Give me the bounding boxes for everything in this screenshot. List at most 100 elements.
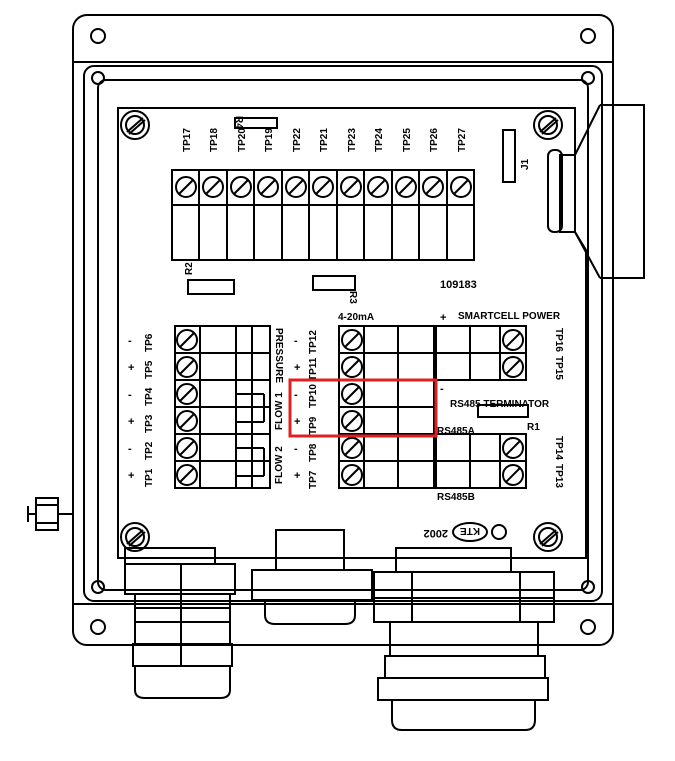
screw-top-10: [422, 176, 444, 198]
screw-left-1: [176, 329, 198, 351]
screw-left-3: [176, 383, 198, 405]
screw-top-4: [257, 176, 279, 198]
screw-top-8: [367, 176, 389, 198]
tp16-label: TP16: [553, 328, 564, 352]
tp15-label: TP15: [553, 356, 564, 380]
screw-hole-top-right: [580, 28, 596, 44]
top-terminal-label: TP27: [457, 128, 468, 152]
rs485-terminator-label: RS485 TERMINATOR: [450, 399, 550, 410]
screw-right-1: [502, 329, 524, 351]
board-number: 109183: [440, 279, 477, 291]
left-terminal-label: TP3: [144, 414, 155, 433]
middle-polarity: +: [294, 416, 300, 428]
hinge-slot: [547, 149, 563, 233]
screw-top-11: [450, 176, 472, 198]
top-terminal-label: TP22: [292, 128, 303, 152]
left-terminal-label: TP4: [144, 387, 155, 406]
screw-top-9: [395, 176, 417, 198]
pressure-label: PRESSURE: [273, 328, 284, 383]
screw-middle-2: [341, 356, 363, 378]
pcb-board: [117, 107, 587, 559]
top-terminal-label: TP23: [347, 128, 358, 152]
board-screw-top-left: [120, 110, 150, 140]
flow1-label: FLOW 1: [274, 392, 285, 430]
left-polarity: -: [128, 335, 132, 347]
middle-terminal-label: TP8: [308, 443, 319, 462]
flow2-bracket: [235, 447, 265, 477]
screw-top-1: [175, 176, 197, 198]
resistor-r3: [312, 275, 356, 291]
rs485a-label: RS485A: [437, 426, 475, 437]
middle-polarity: -: [294, 389, 298, 401]
label-j1: J1: [520, 158, 531, 170]
enclosure-lid: [72, 14, 614, 646]
label-r2: R2: [184, 262, 195, 275]
resistor-r2: [187, 279, 235, 295]
top-terminal-label: TP24: [374, 128, 385, 152]
logo-badge: [452, 522, 507, 542]
top-terminal-strip: [171, 169, 475, 261]
left-terminal-label: TP2: [144, 441, 155, 460]
screw-hole-top-left: [90, 28, 106, 44]
side-gland-body: [35, 497, 59, 531]
tp14-label: TP14: [553, 436, 564, 460]
right-minus-sign: -: [440, 383, 444, 395]
rs485b-label: RS485B: [437, 492, 475, 503]
left-terminal-block: [174, 325, 271, 489]
resistor-r1: [477, 404, 529, 418]
cable-gland-right: [373, 547, 555, 731]
middle-terminal-label: TP11: [308, 357, 319, 381]
cable-gland-center-cap: [251, 529, 373, 625]
label-r1: R1: [527, 422, 540, 433]
screw-middle-4: [341, 410, 363, 432]
logo-brand: KTE: [460, 525, 480, 536]
top-terminal-label: TP25: [402, 128, 413, 152]
screw-hole-bottom-left: [90, 619, 106, 635]
left-terminal-label: TP6: [144, 333, 155, 352]
jumper-j1: [502, 129, 516, 183]
screw-hole-inner-top-right: [581, 71, 595, 85]
enclosure-base: [97, 79, 589, 591]
screw-top-3: [230, 176, 252, 198]
screw-hole-inner-top-left: [91, 71, 105, 85]
screw-left-5: [176, 437, 198, 459]
board-screw-bottom-right: [533, 522, 563, 552]
left-terminal-label: TP5: [144, 360, 155, 379]
top-terminal-label: TP17: [182, 128, 193, 152]
middle-block-title: 4-20mA: [338, 312, 374, 323]
top-terminal-label: TP19: [264, 128, 275, 152]
terminal-screws: [175, 176, 524, 486]
middle-terminal-label: TP7: [308, 470, 319, 489]
screw-left-2: [176, 356, 198, 378]
board-screw-bottom-left: [120, 522, 150, 552]
tp13-label: TP13: [553, 464, 564, 488]
label-r4: R4: [233, 116, 244, 129]
screw-right-4: [502, 464, 524, 486]
screw-top-6: [312, 176, 334, 198]
screw-top-2: [202, 176, 224, 198]
left-polarity: +: [128, 362, 134, 374]
screw-top-7: [340, 176, 362, 198]
right-upper-terminal-block: [435, 325, 527, 381]
left-block-labels: TP6-TP5+TP4-TP3+TP2-TP1+: [128, 333, 155, 487]
screw-hole-inner-bottom-right: [581, 580, 595, 594]
screw-middle-1: [341, 329, 363, 351]
screw-right-3: [502, 437, 524, 459]
top-terminal-label: TP26: [429, 128, 440, 152]
middle-polarity: +: [294, 362, 300, 374]
resistor-r4: [234, 117, 278, 129]
right-lower-terminal-block: [435, 433, 527, 489]
flow1-bracket: [235, 393, 265, 423]
middle-terminal-label: TP12: [308, 330, 319, 354]
top-terminal-label: TP20: [237, 128, 248, 152]
logo-year: 2002: [424, 527, 448, 539]
middle-polarity: -: [294, 443, 298, 455]
screw-left-6: [176, 464, 198, 486]
smartcell-power-label: SMARTCELL POWER: [458, 311, 561, 322]
board-screw-top-right: [533, 110, 563, 140]
middle-terminal-label: TP9: [308, 416, 319, 435]
right-plus-sign: +: [440, 312, 446, 324]
screw-middle-5: [341, 437, 363, 459]
